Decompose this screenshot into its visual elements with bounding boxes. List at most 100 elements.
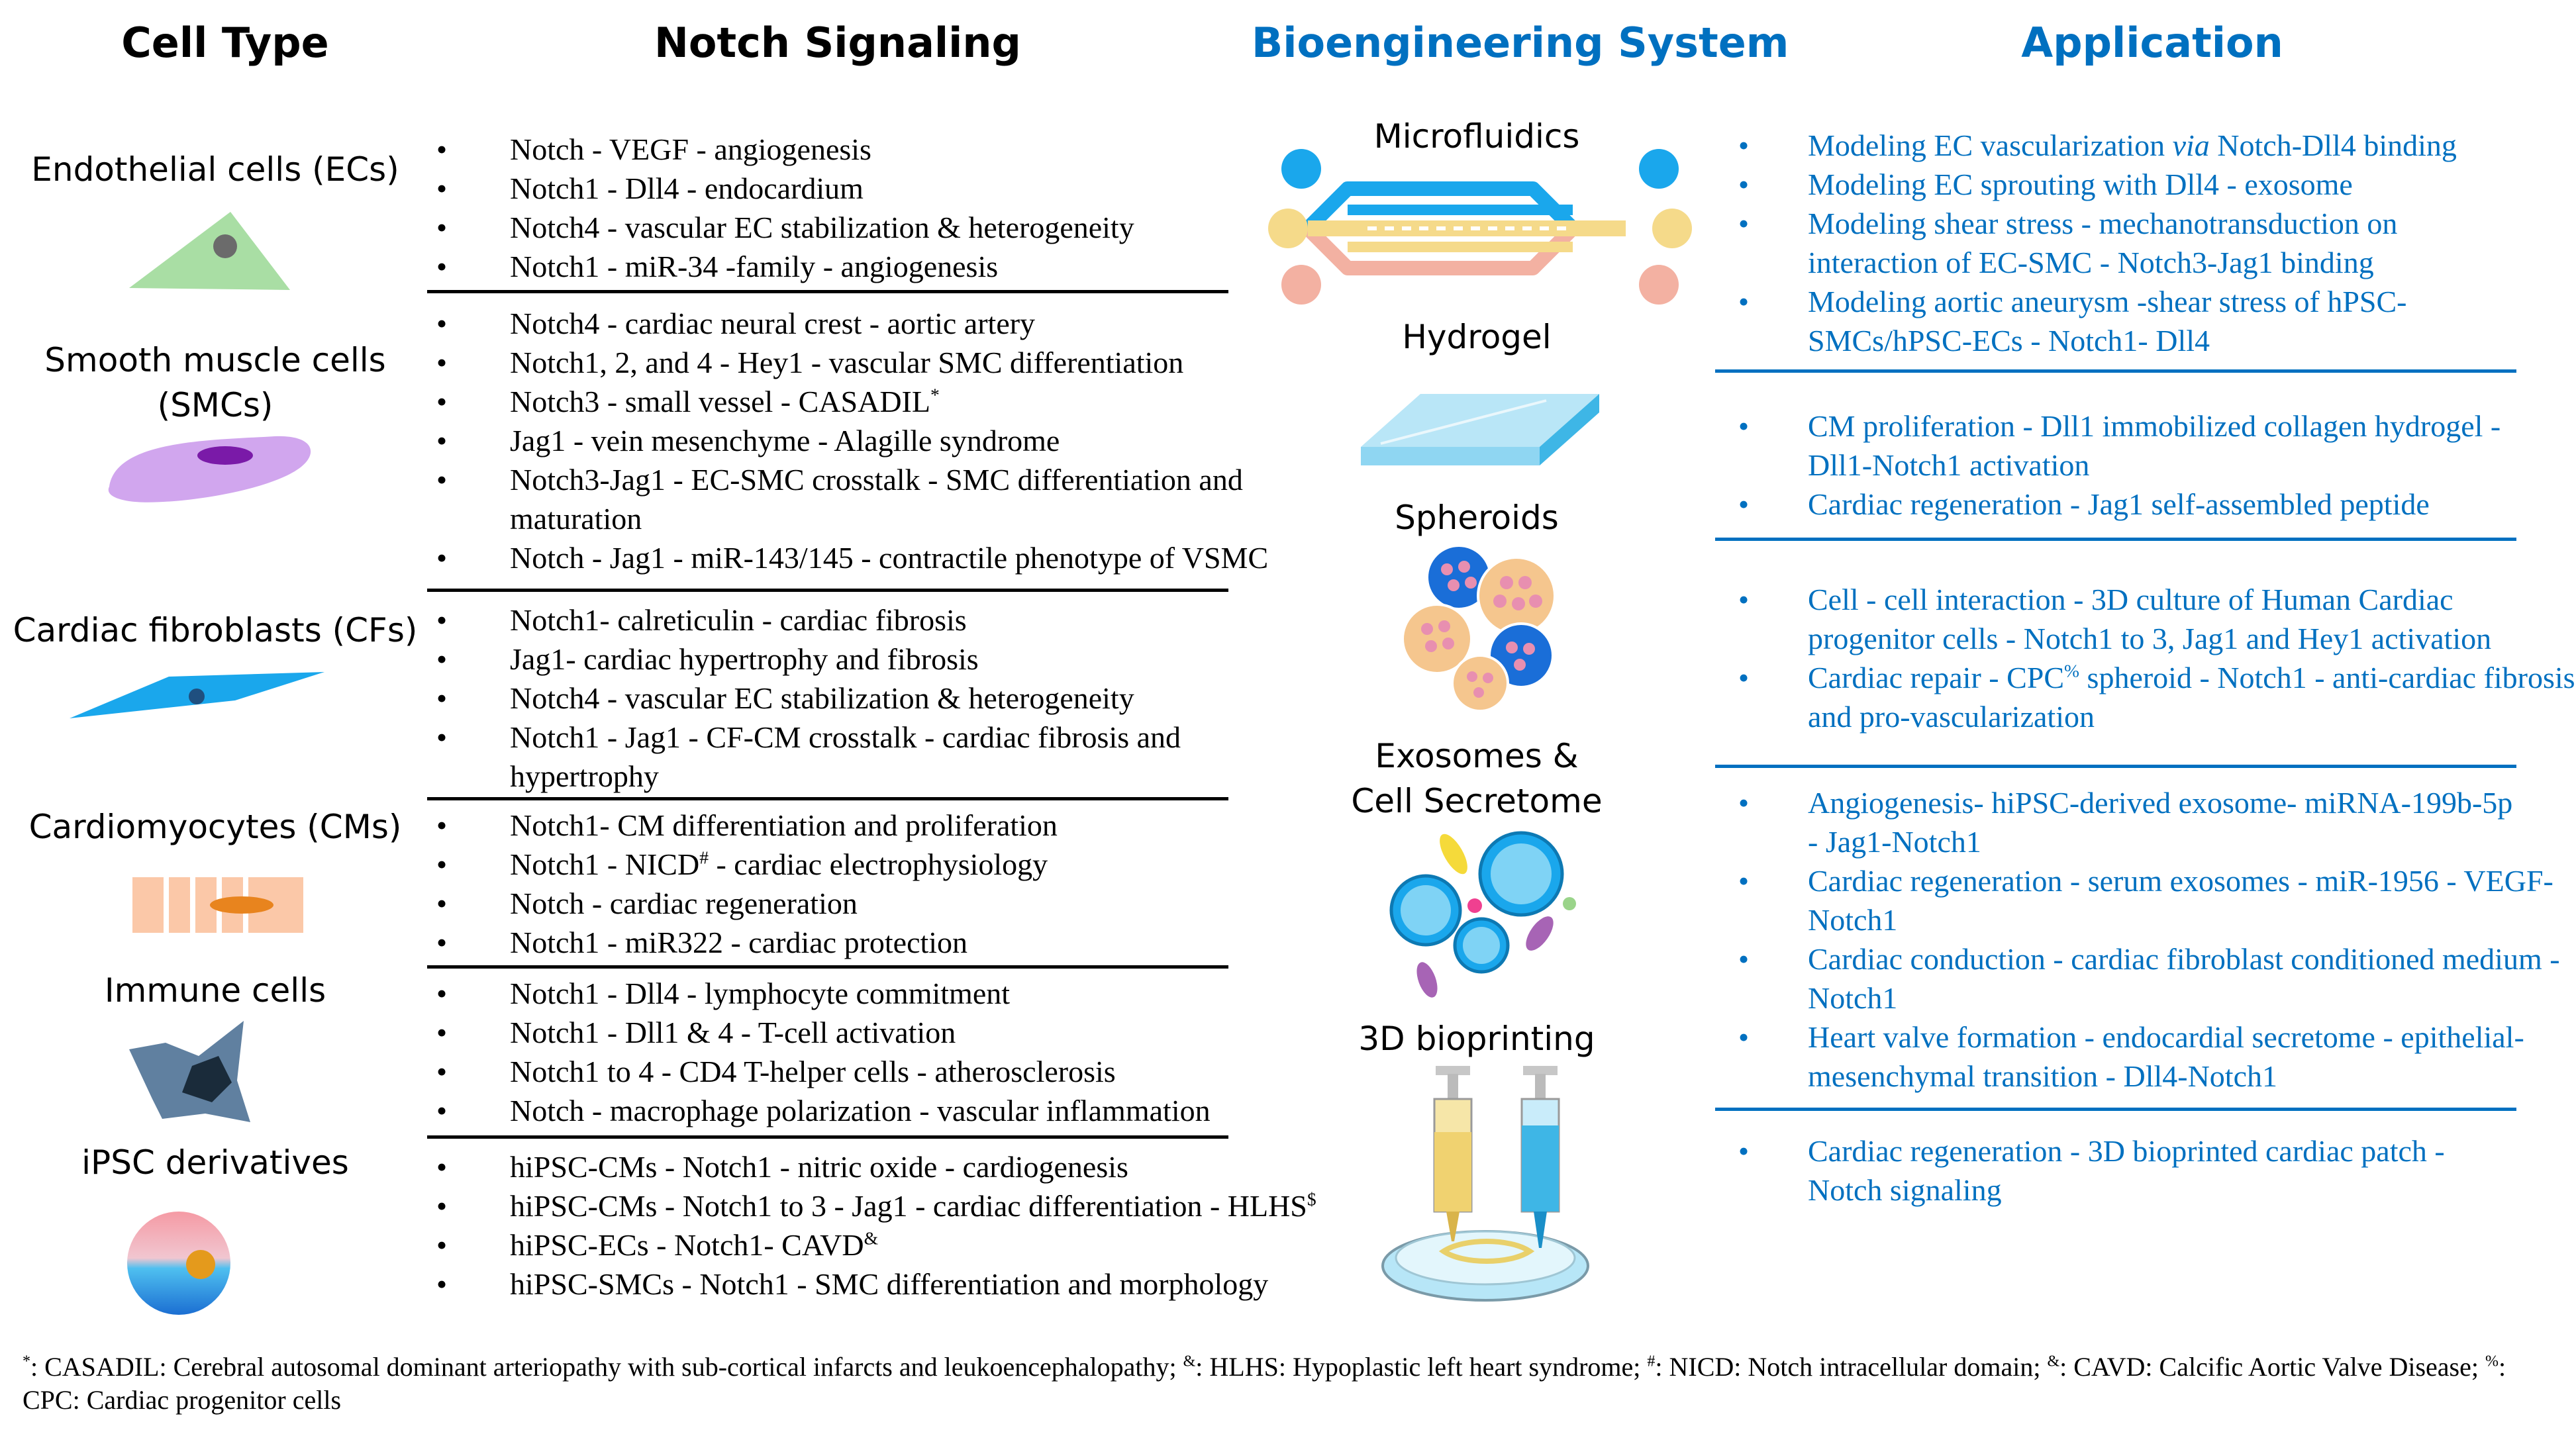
divider [427,1135,1228,1139]
notch-item: Jag1- cardiac hypertrophy and fibrosis [434,640,1361,679]
divider [1715,1108,2516,1111]
system-label-line: Exosomes & [1375,737,1579,775]
notch-item: Notch1 - NICD# - cardiac electrophysiolo… [434,845,1361,884]
footnote-text: : HLHS: Hypoplastic left heart syndrome; [1195,1352,1648,1382]
footnote-mark: & [2047,1353,2060,1370]
application-text-italic: via [2172,128,2210,162]
application-item: Modeling EC vascularization via Notch-Dl… [1735,126,2563,165]
application-group-5: Cardiac regeneration - 3D bioprinted car… [1735,1131,2563,1210]
application-item: Cell - cell interaction - 3D culture of … [1735,580,2576,658]
notch-group-ec: Notch - VEGF - angiogenesis Notch1 - Dll… [434,130,1361,286]
system-label-hydrogel: Hydrogel [1402,318,1552,356]
divider [427,965,1228,969]
notch-item: hiPSC-CMs - Notch1 to 3 - Jag1 - cardiac… [434,1186,1331,1225]
notch-item: hiPSC-CMs - Notch1 - nitric oxide - card… [434,1147,1361,1186]
footnote-text: : NICD: Notch intracellular domain; [1655,1352,2048,1382]
application-item: Cardiac regeneration - serum exosomes - … [1735,861,2576,939]
notch-item: Notch3 - small vessel - CASADIL* [434,382,1361,421]
notch-item: Notch1 to 4 - CD4 T-helper cells - ather… [434,1052,1361,1091]
header-notch-signaling: Notch Signaling [654,19,1021,67]
application-item: Modeling shear stress - mechanotransduct… [1735,204,2497,282]
divider [427,589,1228,592]
footnote-mark: # [1647,1353,1656,1370]
notch-text: Notch3 - small vessel - CASADIL [510,385,930,418]
smooth-muscle-cell-icon [108,436,311,502]
footnote-mark: * [23,1353,30,1370]
notch-item: Notch - VEGF - angiogenesis [434,130,1361,169]
divider [427,797,1228,800]
footnote-mark: $ [1307,1188,1316,1210]
notch-item: Notch1 - Dll1 & 4 - T-cell activation [434,1013,1361,1052]
notch-group-cm: Notch1- CM differentiation and prolifera… [434,806,1361,962]
notch-item: Notch1 - Jag1 - CF-CM crosstalk - cardia… [434,718,1331,796]
divider [1715,369,2516,373]
application-text: Cardiac repair - CPC [1808,661,2065,694]
footnote: *: CASADIL: Cerebral autosomal dominant … [23,1351,2539,1417]
notch-text: hiPSC-CMs - Notch1 to 3 - Jag1 - cardiac… [510,1189,1307,1223]
header-cell-type: Cell Type [121,19,329,67]
system-label-line: Cell Secretome [1351,782,1603,820]
spheroids-icon [1401,544,1556,712]
system-label-bioprinting: 3D bioprinting [1358,1020,1595,1058]
notch-group-ipsc: hiPSC-CMs - Notch1 - nitric oxide - card… [434,1147,1361,1304]
footnote-mark: * [930,384,940,405]
notch-item: Notch1, 2, and 4 - Hey1 - vascular SMC d… [434,343,1361,382]
footnote-text: : CASADIL: Cerebral autosomal dominant a… [30,1352,1183,1382]
cell-label-smc: Smooth muscle cells (SMCs) [44,341,386,424]
exosome-vesicles-icon [1389,831,1576,998]
notch-item: Notch1 - miR322 - cardiac protection [434,923,1361,962]
notch-item: Notch1 - miR-34 -family - angiogenesis [434,247,1361,286]
notch-group-immune: Notch1 - Dll4 - lymphocyte commitment No… [434,974,1361,1130]
application-item: Modeling EC sprouting with Dll4 - exosom… [1735,165,2563,204]
notch-item: hiPSC-ECs - Notch1- CAVD& [434,1225,1361,1265]
hydrogel-slab-icon [1361,394,1599,465]
notch-item: Notch3-Jag1 - EC-SMC crosstalk - SMC dif… [434,460,1331,538]
footnote-mark: % [2064,660,2080,681]
footnote-mark: # [699,847,709,868]
system-label-spheroids: Spheroids [1395,499,1559,537]
footnote-text: : CAVD: Calcific Aortic Valve Disease; [2059,1352,2485,1382]
application-item: Angiogenesis- hiPSC-derived exosome- miR… [1735,783,2530,861]
footnote-mark: % [2485,1353,2499,1370]
notch-item: Notch - macrophage polarization - vascul… [434,1091,1361,1130]
application-group-3: Cell - cell interaction - 3D culture of … [1735,580,2575,736]
ipsc-derivative-icon [127,1212,230,1315]
notch-item: Jag1 - vein mesenchyme - Alagille syndro… [434,421,1361,460]
notch-item: Notch4 - vascular EC stabilization & het… [434,208,1361,247]
header-bioengineering-system: Bioengineering System [1252,19,1789,67]
footnote-text: : CPC: Cardiac progenitor cells [23,1352,2506,1415]
cell-label-immune: Immune cells [104,971,326,1010]
bioprinting-syringes-icon [1381,1066,1589,1302]
application-text: Modeling EC vascularization [1808,128,2173,162]
notch-group-smc: Notch4 - cardiac neural crest - aortic a… [434,304,1361,577]
divider [427,290,1228,293]
cardiomyocyte-icon [132,877,303,933]
notch-item: Notch - cardiac regeneration [434,884,1361,923]
application-item: Cardiac regeneration - Jag1 self-assembl… [1735,485,2563,524]
cell-label-ec: Endothelial cells (ECs) [31,150,399,189]
application-group-2: CM proliferation - Dll1 immobilized coll… [1735,406,2563,524]
notch-item: Notch - Jag1 - miR-143/145 - contractile… [434,538,1361,577]
application-item: Cardiac regeneration - 3D bioprinted car… [1735,1131,2477,1210]
application-item: CM proliferation - Dll1 immobilized coll… [1735,406,2569,485]
application-text: Notch-Dll4 binding [2209,128,2457,162]
notch-item: Notch1- CM differentiation and prolifera… [434,806,1361,845]
application-item: Heart valve formation - endocardial secr… [1735,1018,2536,1096]
notch-item: Notch4 - vascular EC stabilization & het… [434,679,1361,718]
application-item: Modeling aortic aneurysm -shear stress o… [1735,282,2503,360]
notch-item: Notch4 - cardiac neural crest - aortic a… [434,304,1361,343]
cell-label-cf: Cardiac fibroblasts (CFs) [13,611,418,649]
application-group-1: Modeling EC vascularization via Notch-Dl… [1735,126,2563,360]
notch-item: hiPSC-SMCs - Notch1 - SMC differentiatio… [434,1265,1361,1304]
divider [1715,765,2516,768]
system-label-microfluidics: Microfluidics [1373,117,1580,156]
microfluidics-chip-icon [1268,149,1692,305]
divider [1715,538,2516,541]
cell-label-cm: Cardiomyocytes (CMs) [28,808,402,846]
application-item: Cardiac conduction - cardiac fibroblast … [1735,939,2576,1018]
endothelial-cell-icon [129,212,290,290]
notch-item: Notch1 - Dll4 - endocardium [434,169,1361,208]
cell-label-ipsc: iPSC derivatives [81,1143,349,1182]
notch-text: - cardiac electrophysiology [708,847,1048,881]
